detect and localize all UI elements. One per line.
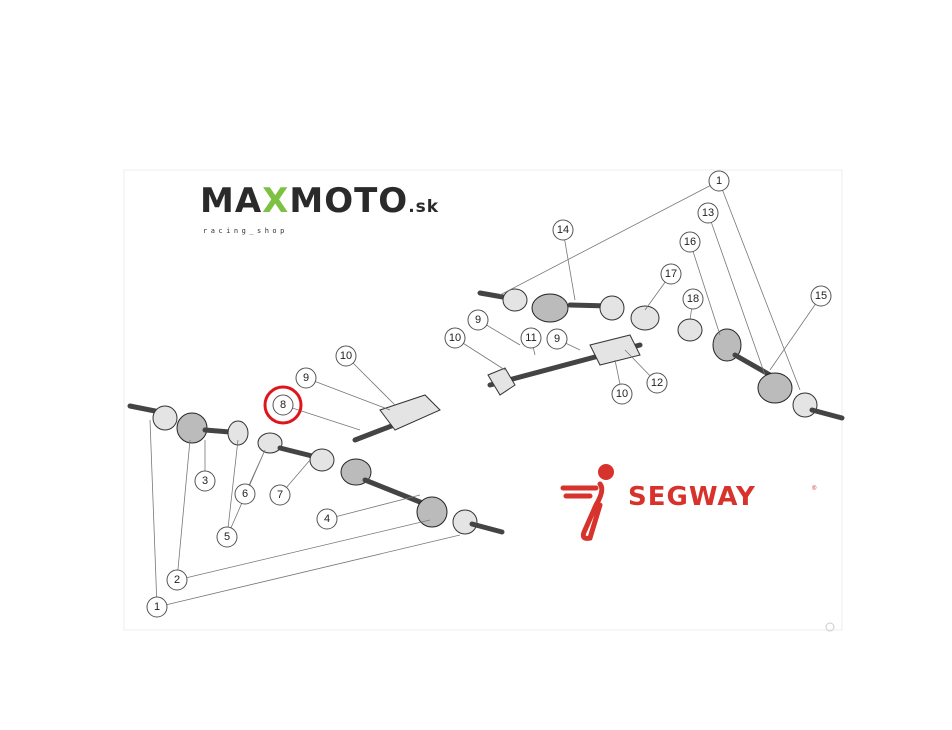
callout-8-highlighted[interactable]: 8 — [272, 394, 294, 416]
svg-text:10: 10 — [340, 350, 352, 362]
callout-14: 14 — [552, 219, 574, 241]
callout-9: 9 — [467, 309, 489, 331]
highlight-ring — [263, 385, 303, 425]
callout-10: 10 — [444, 327, 466, 349]
svg-text:7: 7 — [277, 489, 283, 501]
svg-text:5: 5 — [224, 531, 230, 543]
rear-drive-shaft-assembly — [477, 288, 845, 421]
callout-2: 2 — [166, 569, 188, 591]
callout-4: 4 — [316, 508, 338, 530]
svg-text:8: 8 — [280, 399, 286, 411]
svg-text:®: ® — [812, 485, 817, 492]
callout-16: 16 — [679, 231, 701, 253]
svg-text:2: 2 — [174, 574, 180, 586]
callout-1: 1 — [146, 596, 168, 618]
svg-text:10: 10 — [449, 332, 461, 344]
svg-text:17: 17 — [665, 268, 677, 280]
callout-9: 9 — [546, 328, 568, 350]
svg-text:15: 15 — [815, 290, 827, 302]
callout-13: 13 — [697, 202, 719, 224]
callout-1: 1 — [708, 170, 730, 192]
svg-text:16: 16 — [684, 236, 696, 248]
callout-10: 10 — [335, 345, 357, 367]
corner-mark — [825, 622, 835, 632]
diagram-frame — [123, 169, 843, 631]
svg-text:11: 11 — [525, 332, 536, 344]
svg-text:18: 18 — [687, 293, 699, 305]
svg-text:1: 1 — [154, 601, 160, 613]
svg-text:9: 9 — [303, 372, 309, 384]
svg-text:racing_shop: racing_shop — [203, 227, 288, 235]
svg-text:3: 3 — [202, 475, 208, 487]
callout-10: 10 — [611, 383, 633, 405]
callout-11: 11 — [520, 327, 542, 349]
svg-text:4: 4 — [324, 513, 330, 525]
svg-text:9: 9 — [554, 333, 560, 345]
callout-17: 17 — [660, 263, 682, 285]
callout-7: 7 — [269, 484, 291, 506]
svg-text:6: 6 — [242, 488, 248, 500]
svg-text:13: 13 — [702, 207, 714, 219]
callout-12: 12 — [646, 372, 668, 394]
svg-text:14: 14 — [557, 224, 569, 236]
callout-3: 3 — [194, 470, 216, 492]
leader-lines — [149, 180, 822, 608]
svg-text:SEGWAY: SEGWAY — [628, 482, 756, 512]
callout-9: 9 — [295, 367, 317, 389]
front-drive-shaft-assembly — [127, 394, 505, 535]
maxmoto-logo: MAXMOTO.sk racing_shop — [200, 181, 439, 235]
svg-text:9: 9 — [475, 314, 481, 326]
svg-text:12: 12 — [651, 377, 663, 389]
callout-18: 18 — [682, 288, 704, 310]
svg-text:MAXMOTO.sk: MAXMOTO.sk — [200, 181, 439, 221]
callout-6: 6 — [234, 483, 256, 505]
callout-15: 15 — [810, 285, 832, 307]
svg-text:1: 1 — [716, 175, 722, 187]
svg-text:10: 10 — [616, 388, 628, 400]
segway-logo: SEGWAY ® — [560, 464, 817, 541]
callout-5: 5 — [216, 526, 238, 548]
